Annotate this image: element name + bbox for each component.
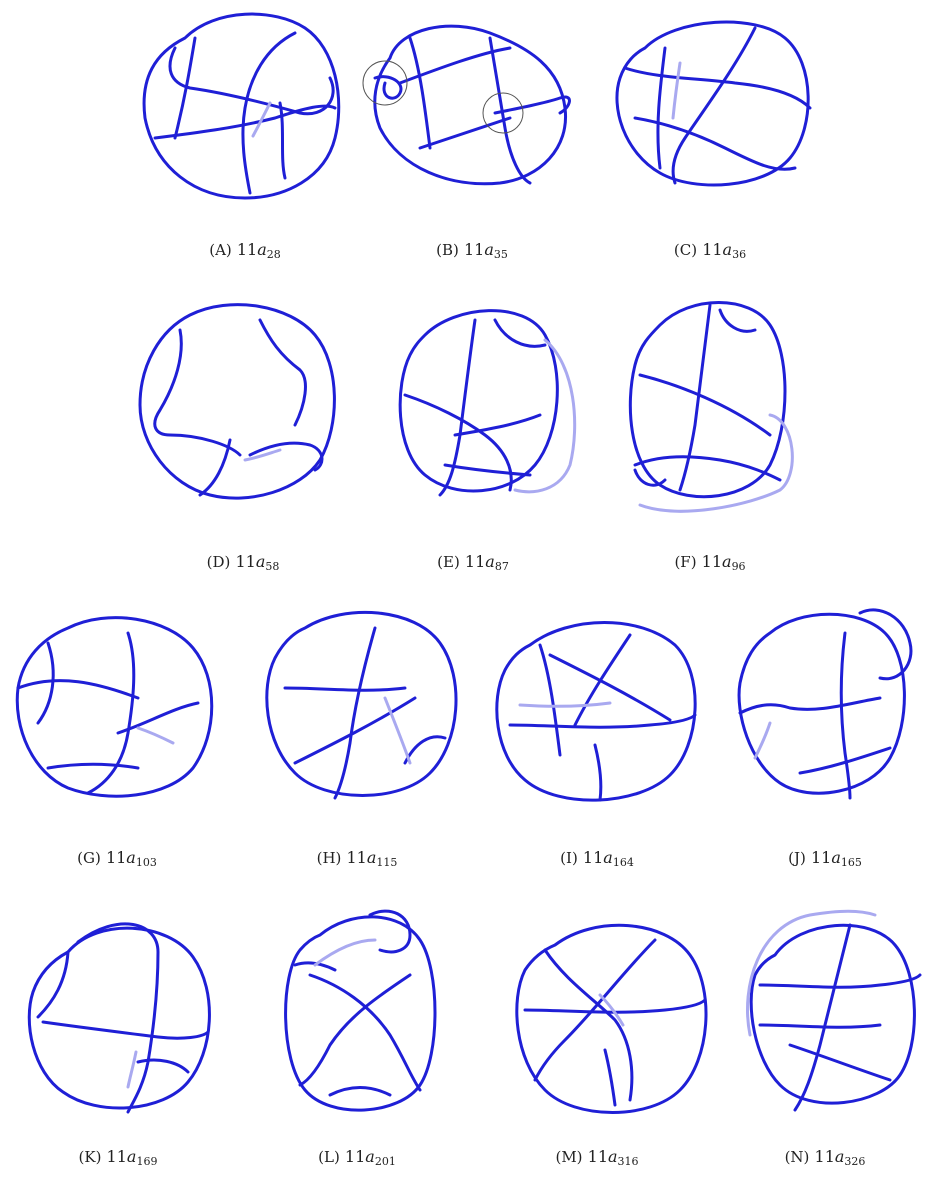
caption-d: (D) 11a58 — [207, 552, 280, 573]
caption-h: (H) 11a115 — [317, 848, 398, 869]
knot-diagram-a — [135, 8, 350, 208]
knot-diagram-c — [605, 8, 820, 208]
knot-diagram-d — [130, 295, 345, 510]
knot-diagram-f — [620, 295, 810, 525]
knot-diagram-l — [280, 905, 440, 1125]
caption-k: (K) 11a169 — [79, 1147, 158, 1168]
knot-diagram-j — [730, 603, 920, 808]
caption-f: (F) 11a96 — [674, 552, 745, 573]
caption-b: (B) 11a35 — [436, 240, 508, 261]
knot-diagram-g — [8, 603, 223, 808]
knot-diagram-e — [385, 295, 595, 510]
knot-diagram-b — [360, 8, 585, 208]
knot-diagram-n — [740, 905, 925, 1120]
caption-g: (G) 11a103 — [77, 848, 157, 869]
caption-n: (N) 11a326 — [785, 1147, 866, 1168]
knot-diagram-h — [255, 603, 460, 808]
caption-e: (E) 11a87 — [437, 552, 509, 573]
caption-c: (C) 11a36 — [674, 240, 746, 261]
caption-a: (A) 11a28 — [209, 240, 281, 261]
caption-j: (J) 11a165 — [788, 848, 862, 869]
knot-diagram-m — [505, 910, 710, 1120]
caption-i: (I) 11a164 — [560, 848, 634, 869]
knot-diagram-k — [18, 912, 218, 1122]
caption-l: (L) 11a201 — [318, 1147, 396, 1168]
knot-diagram-i — [490, 615, 705, 810]
caption-m: (M) 11a316 — [555, 1147, 638, 1168]
